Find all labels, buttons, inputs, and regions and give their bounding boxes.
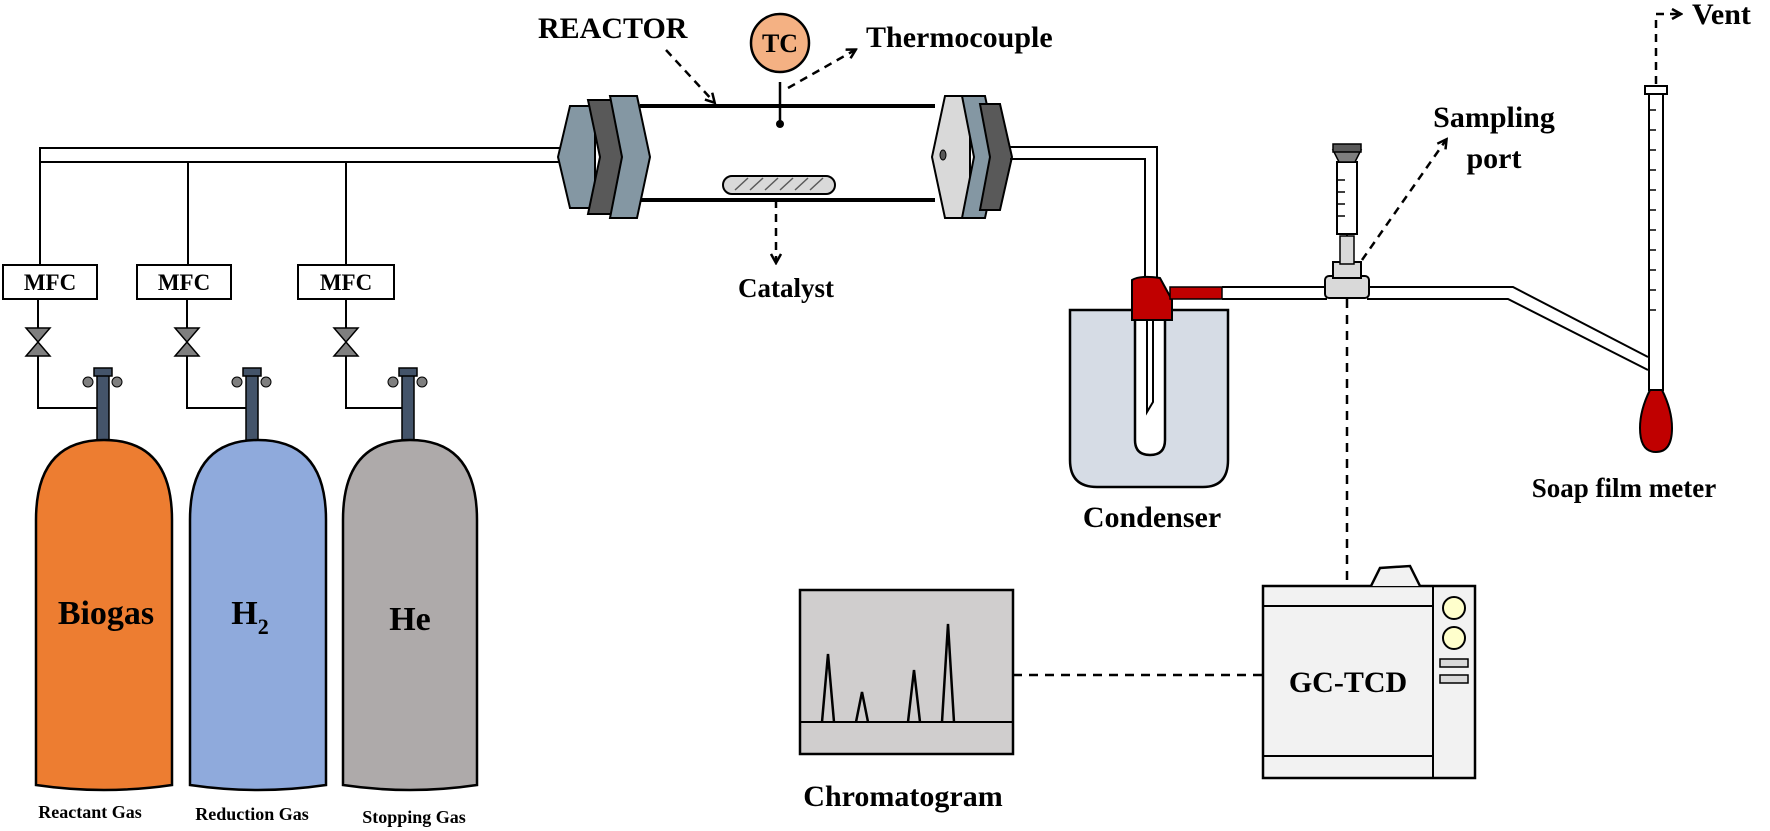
cylinder-h2: H2 Reduction Gas bbox=[188, 367, 328, 824]
cylinder-he: He Stopping Gas bbox=[341, 367, 479, 827]
gc-knob-icon bbox=[1442, 596, 1466, 620]
vent-arrow bbox=[1654, 14, 1680, 84]
vent-label: Vent bbox=[1692, 0, 1751, 31]
soap-bulb bbox=[1638, 389, 1674, 454]
sampling-port-label-line1: Sampling bbox=[1433, 101, 1555, 134]
sampling-port-arrow bbox=[1360, 140, 1446, 261]
catalyst-label: Catalyst bbox=[738, 273, 834, 303]
cylinder-body bbox=[188, 438, 328, 792]
mfc-1-label: MFC bbox=[24, 270, 76, 295]
gc-knob-icon bbox=[1442, 626, 1466, 650]
mfc-3-label: MFC bbox=[320, 270, 372, 295]
cylinder-name: Biogas bbox=[58, 595, 154, 632]
thermocouple-label: Thermocouple bbox=[866, 21, 1053, 54]
condenser-label: Condenser bbox=[1083, 501, 1221, 534]
reactor-arrow bbox=[665, 49, 714, 102]
valve-icon bbox=[332, 327, 360, 357]
outlet-line bbox=[1222, 286, 1649, 371]
condenser-cap bbox=[1131, 275, 1173, 321]
condenser bbox=[1068, 275, 1230, 489]
cylinder-body bbox=[34, 438, 174, 792]
tc-gauge: TC bbox=[749, 12, 811, 74]
mfc-3: MFC bbox=[297, 264, 395, 300]
mfc-2-label: MFC bbox=[158, 270, 210, 295]
cylinder-biogas: Biogas Reactant Gas bbox=[34, 367, 174, 822]
cylinder-caption: Reactant Gas bbox=[38, 802, 141, 822]
chromatogram-label: Chromatogram bbox=[803, 780, 1002, 813]
sampling-port-label-line2: port bbox=[1467, 142, 1522, 175]
gc-tcd-label: GC-TCD bbox=[1289, 666, 1407, 699]
mfc-1: MFC bbox=[2, 264, 98, 300]
syringe-icon bbox=[1336, 161, 1358, 235]
valve-icon bbox=[173, 327, 201, 357]
soap-film-meter-label: Soap film meter bbox=[1532, 473, 1716, 503]
soap-film-meter bbox=[1638, 85, 1674, 454]
tc-label: TC bbox=[762, 29, 798, 58]
cylinder-caption: Reduction Gas bbox=[195, 804, 309, 824]
cylinder-body bbox=[341, 438, 479, 792]
cylinder-caption: Stopping Gas bbox=[362, 807, 466, 827]
reactor-label: REACTOR bbox=[538, 12, 688, 45]
outlet-tube bbox=[1010, 146, 1158, 280]
chromatogram-peaks bbox=[820, 623, 956, 723]
valve-icon bbox=[24, 327, 52, 357]
gas-header-line bbox=[39, 147, 566, 265]
mfc-2: MFC bbox=[136, 264, 232, 300]
sampling-port bbox=[1324, 143, 1370, 299]
reactor bbox=[556, 82, 1014, 219]
cylinder-name: He bbox=[389, 601, 431, 638]
chromatogram-panel bbox=[798, 588, 1015, 756]
gc-tcd-instrument bbox=[1261, 564, 1477, 780]
cylinder-name: H2 bbox=[231, 595, 268, 639]
